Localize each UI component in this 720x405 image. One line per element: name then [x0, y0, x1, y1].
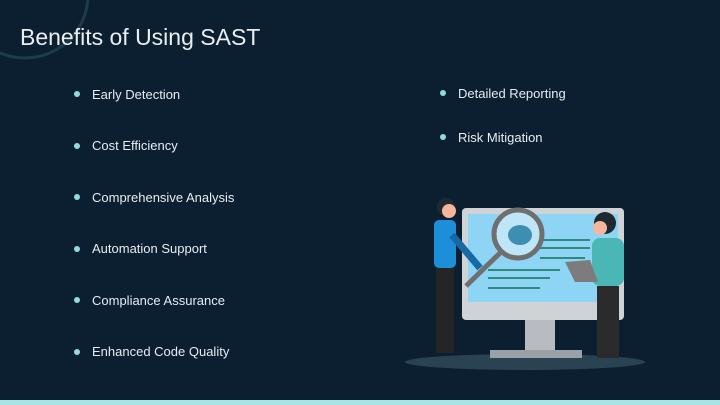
list-item: Enhanced Code Quality: [74, 342, 234, 362]
bug-icon: [508, 225, 532, 245]
list-item-text: Early Detection: [92, 86, 181, 102]
woman-figure-icon: [592, 238, 624, 286]
benefits-list-right: Detailed Reporting Risk Mitigation: [440, 83, 566, 171]
benefits-list-left: Early Detection Cost Efficiency Comprehe…: [74, 84, 234, 393]
bullet-icon: [74, 91, 80, 97]
bottom-accent-strip: [0, 400, 720, 405]
list-item-text: Risk Mitigation: [458, 129, 543, 145]
list-item-text: Automation Support: [92, 241, 207, 256]
bullet-icon: [74, 245, 80, 252]
slide-title: Benefits of Using SAST: [20, 24, 261, 50]
list-item-text: Detailed Reporting: [458, 85, 566, 101]
floor-shadow-icon: [405, 354, 645, 370]
bullet-icon: [74, 142, 80, 149]
list-item-text: Compliance Assurance: [92, 292, 225, 308]
bullet-icon: [440, 134, 446, 140]
list-item: Automation Support: [74, 239, 234, 259]
list-item-text: Cost Efficiency: [92, 138, 178, 153]
bullet-icon: [74, 194, 80, 200]
list-item-text: Comprehensive Analysis: [92, 189, 235, 205]
list-item-text: Enhanced Code Quality: [92, 344, 230, 359]
list-item: Cost Efficiency: [74, 136, 234, 156]
list-item: Early Detection: [74, 84, 234, 104]
man-figure-icon: [434, 220, 456, 268]
list-item: Risk Mitigation: [440, 127, 566, 147]
bullet-icon: [74, 297, 80, 303]
list-item: Detailed Reporting: [440, 83, 566, 103]
bullet-icon: [74, 348, 80, 355]
list-item: Comprehensive Analysis: [74, 187, 234, 207]
list-item: Compliance Assurance: [74, 290, 234, 310]
decorative-ring: [0, 0, 90, 60]
laptop-icon: [565, 260, 598, 282]
bullet-icon: [440, 90, 446, 96]
security-scan-illustration: [405, 198, 645, 370]
